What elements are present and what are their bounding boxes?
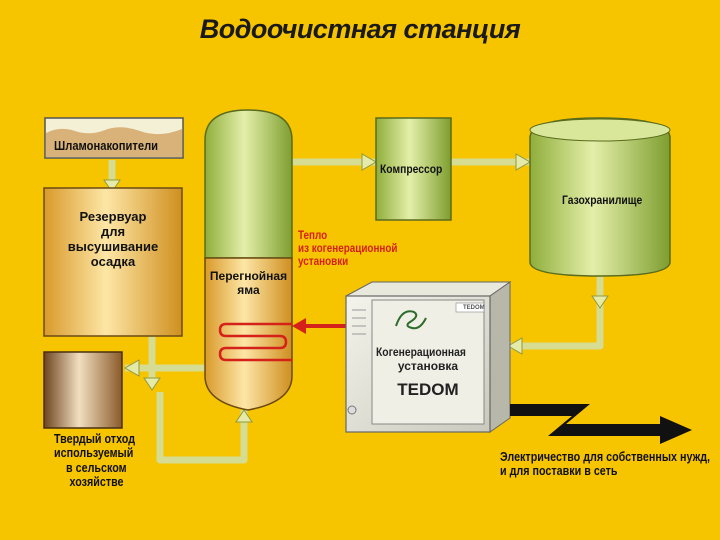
label-heat-line: установки <box>298 256 349 269</box>
arrow-left-waste <box>123 359 140 377</box>
lightning-bolt <box>510 404 692 444</box>
arrow-down-waste <box>143 377 161 391</box>
sludge-beds-fill <box>46 127 182 157</box>
pipe-arrows <box>103 153 609 423</box>
label-digester-line: яма <box>237 282 260 297</box>
sludge-beds <box>44 117 184 159</box>
cogen-nameplate-text: TEDOM <box>463 305 485 311</box>
label-solid-line: Твердый отход <box>54 432 136 446</box>
label-cogen-line: установка <box>397 358 459 373</box>
reservoir-body <box>43 187 183 337</box>
digester-heating-coil <box>218 322 292 362</box>
label-reservoir-line: для <box>100 223 126 239</box>
arrow-down-reservoir <box>103 179 121 193</box>
label-solid-line: в сельском <box>66 460 127 475</box>
electricity-arrow <box>510 404 692 444</box>
gas-holder <box>529 117 671 277</box>
cogen-logo-mark <box>395 310 427 330</box>
digester-body-bottom <box>204 257 293 411</box>
digester-body-top <box>204 109 293 259</box>
reservoir <box>43 187 183 337</box>
cogen-side-face <box>489 281 511 433</box>
pipe-gasholder-to-cogen <box>508 276 604 350</box>
pipe-bottom-loop <box>156 392 248 464</box>
label-digester-line: Перегнойная <box>209 269 288 283</box>
heat-arrow <box>292 318 350 334</box>
label-heat: Тепло из когенерационной установки <box>298 230 398 270</box>
cogeneration-unit <box>345 281 512 433</box>
label-electricity: Электричество для собственных нужд, и дл… <box>500 450 710 479</box>
label-reservoir: Резервуар для высушивание осадка <box>44 209 182 270</box>
label-compressor: Компрессор <box>380 162 443 176</box>
label-solid-waste: Твердый отход используемый в сельском хо… <box>54 432 135 490</box>
heat-arrow-head <box>292 318 306 334</box>
cogen-top-face <box>345 281 512 297</box>
solid-waste-container <box>43 351 123 429</box>
label-reservoir-line: высушивание <box>67 238 159 254</box>
arrow-right-gasholder <box>515 153 532 171</box>
label-cogen-line: Когенерационная <box>375 345 466 359</box>
label-digester: Перегнойная яма <box>205 269 292 298</box>
digester-tank <box>204 109 293 411</box>
compressor <box>375 117 452 221</box>
cogen-knob <box>347 405 357 415</box>
page-title: Водоочистная станция <box>199 14 521 44</box>
label-sludge-beds: Шламонакопители <box>54 138 159 153</box>
label-solid-line: хозяйстве <box>69 475 124 490</box>
label-heat-line: Тепло <box>298 230 328 242</box>
gas-holder-top <box>529 118 671 142</box>
arrow-up-digester <box>235 409 253 423</box>
label-cogeneration: Когенерационная установка TEDOM <box>372 345 484 399</box>
gas-holder-body <box>529 117 671 277</box>
label-electricity-line: и для поставки в сеть <box>500 464 618 479</box>
solid-waste-body <box>43 351 123 429</box>
arrow-down-gas-out <box>591 295 609 309</box>
cogen-nameplate <box>455 302 485 313</box>
label-heat-line: из когенерационной <box>298 243 398 256</box>
cogen-panel <box>371 299 485 425</box>
arrow-right-compressor <box>361 153 378 171</box>
cogen-brand: TEDOM <box>397 379 459 399</box>
arrow-left-cogen-in <box>506 337 523 355</box>
label-gas-holder: Газохранилище <box>562 193 643 207</box>
compressor-body <box>375 117 452 221</box>
label-reservoir-line: Резервуар <box>79 209 147 224</box>
label-electricity-line: Электричество для собственных нужд, <box>500 450 711 464</box>
cogen-vents <box>352 309 366 335</box>
label-solid-line: используемый <box>54 446 134 461</box>
label-reservoir-line: осадка <box>90 253 136 269</box>
